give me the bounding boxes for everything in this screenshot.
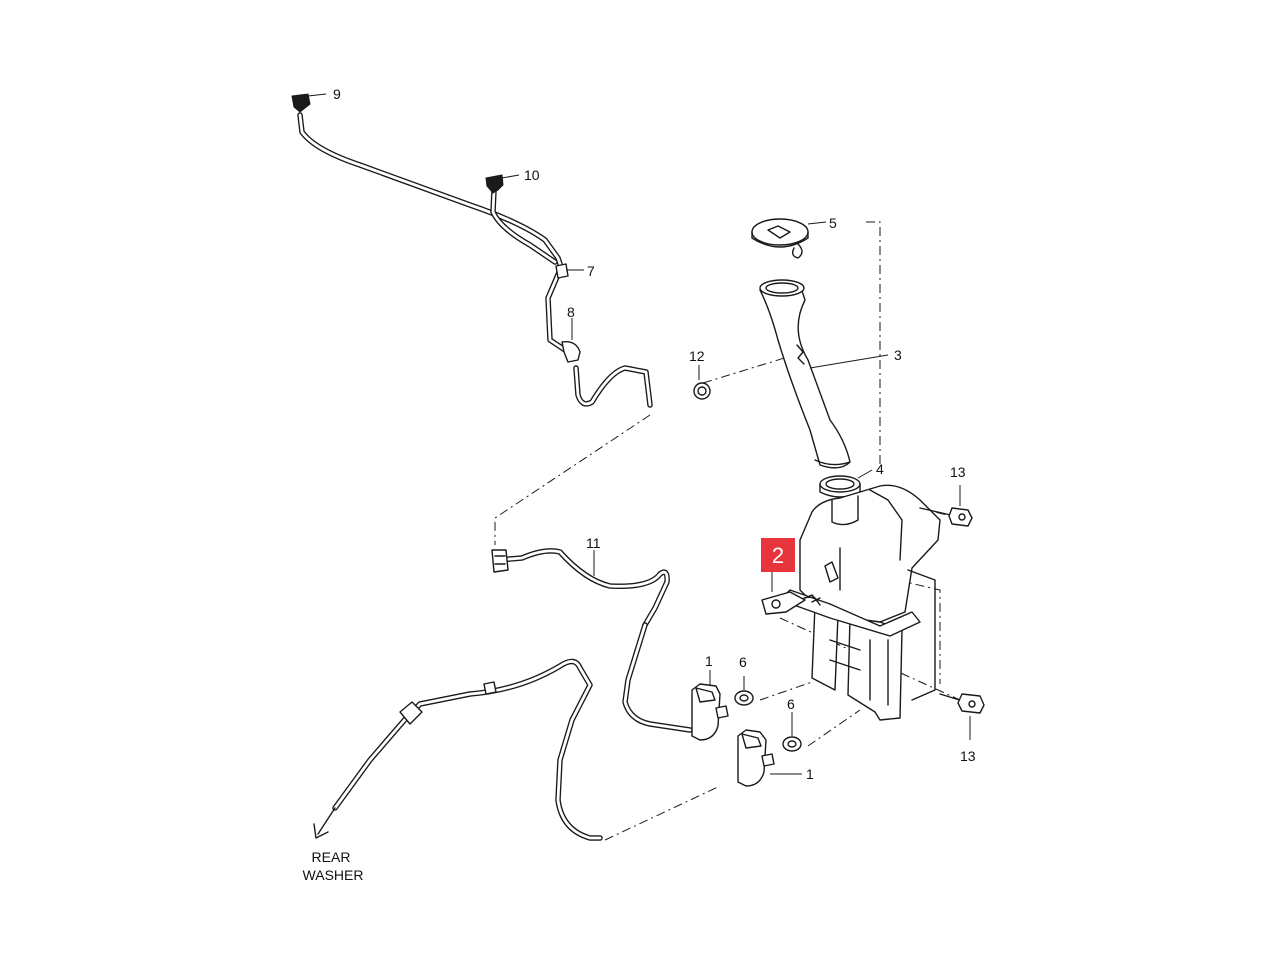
bolt-icon [939, 693, 985, 740]
washer-nozzle-icon [291, 93, 327, 113]
callout-7: 7 [587, 263, 595, 279]
callout-labels: 9 10 7 8 5 12 3 4 13 11 1 6 6 1 13 [333, 86, 976, 782]
washer-pump-icon [691, 670, 729, 741]
callout-13-upper: 13 [950, 464, 966, 480]
hose-lines [297, 112, 693, 841]
callout-13-lower: 13 [960, 748, 976, 764]
grommet-4 [819, 469, 873, 498]
callout-6-lower: 6 [787, 696, 795, 712]
washer-pump-icon [737, 729, 802, 787]
callout-6-upper: 6 [739, 654, 747, 670]
filler-neck-3 [759, 279, 889, 469]
callout-1-lower: 1 [806, 766, 814, 782]
callout-11: 11 [586, 535, 601, 551]
rear-washer-connector [399, 681, 497, 725]
washer-reservoir-2 [761, 484, 941, 721]
filler-cap-5 [751, 218, 827, 259]
highlight-label: 2 [772, 543, 784, 568]
bolt-icon [919, 485, 973, 527]
callout-12: 12 [689, 348, 705, 364]
rear-washer-line2: WASHER [303, 867, 364, 883]
hose-clip-11 [491, 549, 595, 576]
arrow-icon [313, 807, 336, 839]
hose-elbow-8 [561, 318, 581, 363]
grommet-icon [782, 712, 802, 752]
grommet-icon [734, 676, 754, 706]
callout-1-upper: 1 [705, 653, 713, 669]
callout-3: 3 [894, 347, 902, 363]
highlight-badge: 2 [761, 538, 795, 572]
assembly-leader-lines [494, 221, 961, 841]
rear-washer-label: REAR WASHER [303, 849, 364, 883]
callout-10: 10 [524, 167, 540, 183]
callout-5: 5 [829, 215, 837, 231]
callout-8: 8 [567, 304, 575, 320]
callout-9: 9 [333, 86, 341, 102]
washer-nozzle-icon [485, 174, 520, 194]
rear-washer-line1: REAR [312, 849, 351, 865]
hose-joint-7 [555, 263, 584, 279]
nut-icon [693, 365, 711, 400]
callout-4: 4 [876, 461, 884, 477]
